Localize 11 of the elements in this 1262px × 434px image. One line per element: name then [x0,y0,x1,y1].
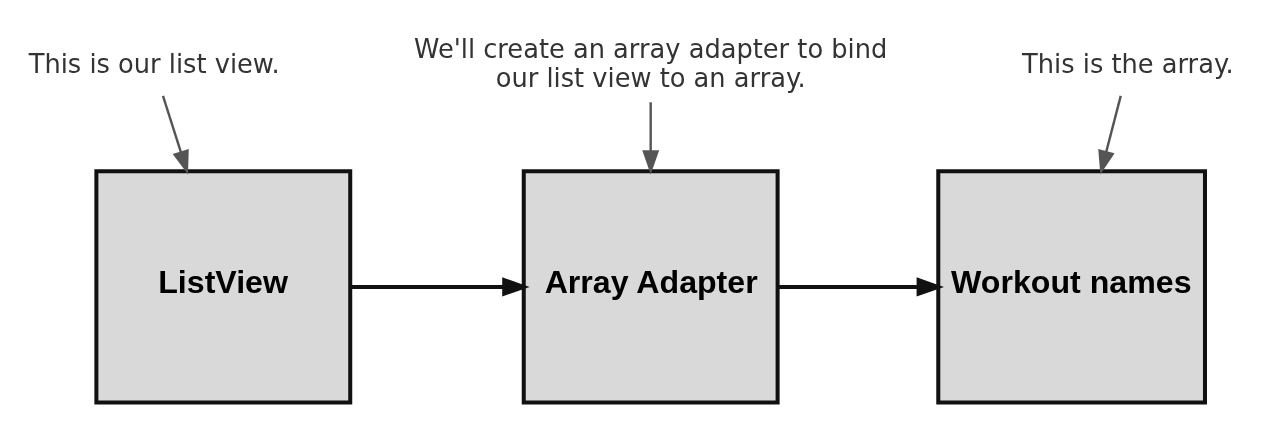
arrow [777,277,944,297]
node-box: ListView [94,169,353,405]
node-box: Array Adapter [521,169,780,405]
node-text: This is our list view. [28,48,280,79]
arrow [642,102,660,175]
arrow [161,95,189,175]
node-text: We'll create an array adapter to bind our list view to an array. [414,34,888,94]
node-text: This is the array. [1022,48,1234,79]
arrow [350,277,530,297]
arrow [1098,95,1122,175]
node-box: Workout names [936,169,1207,405]
